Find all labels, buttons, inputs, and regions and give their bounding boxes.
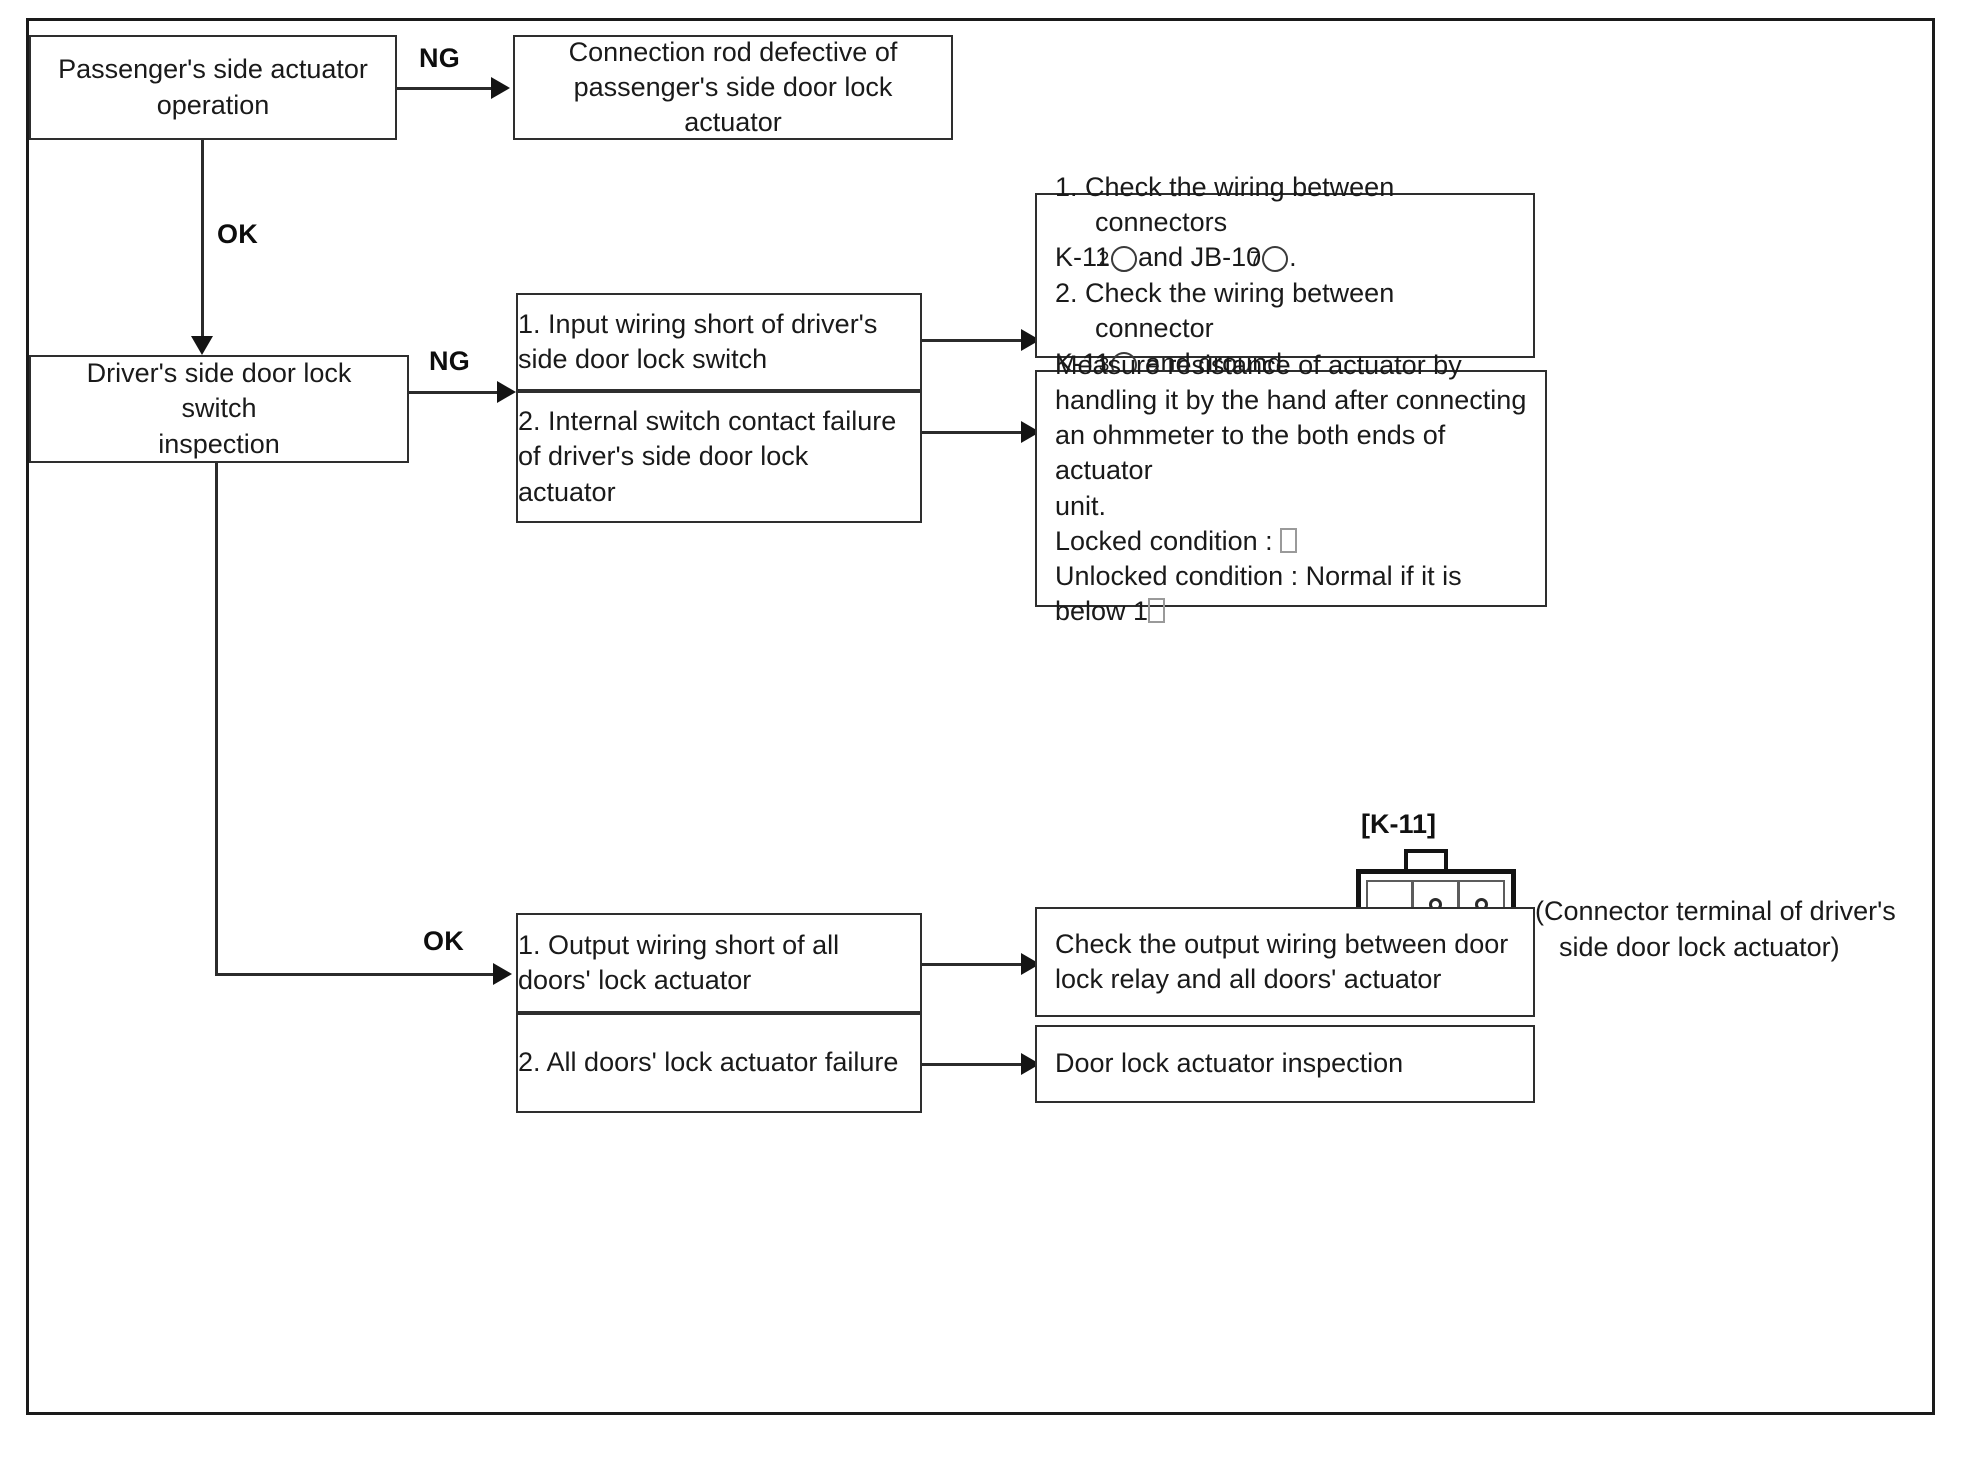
edge-label-ok-bottom: OK: [423, 926, 464, 956]
edge-label-ng-top: NG: [419, 43, 460, 73]
connector-caption: (Connector terminal of driver's side doo…: [1535, 894, 1955, 965]
missing-glyph-ohm-icon: [1148, 597, 1166, 623]
node-check-output-wiring: Check the output wiring between door loc…: [1035, 907, 1535, 1017]
node-door-lock-actuator-inspection: Door lock actuator inspection: [1035, 1025, 1535, 1103]
edge-cause2-to-measure-resistance: [922, 431, 1027, 434]
node-text: 1. Output wiring short of all doors' loc…: [518, 928, 839, 998]
arrowhead-driver-switch-ng: [497, 381, 516, 403]
node-cause-input-wiring-short: 1. Input wiring short of driver's side d…: [516, 293, 922, 391]
edge-driver-switch-ok-down: [215, 463, 218, 976]
edge-label-ng-mid: NG: [429, 346, 470, 376]
arrowhead-passenger-to-connection-rod: [491, 77, 510, 99]
unlocked-condition-label: Unlocked condition : Normal if it is bel…: [1055, 560, 1470, 626]
locked-condition-label: Locked condition :: [1055, 525, 1281, 556]
edge-output-cause1-to-check-output-wiring: [922, 963, 1027, 966]
arrowhead-passenger-ok-down: [191, 336, 213, 355]
edge-driver-switch-ng: [409, 391, 504, 394]
connector-ref-k11: K-11: [1055, 242, 1111, 273]
node-line-3: an ohmmeter to the both ends of actuator: [1055, 420, 1453, 486]
circled-number-2: 2: [1099, 246, 1138, 273]
list-text: Check the wiring between connectors: [1085, 172, 1402, 238]
node-text: Measure resistance of actuator by handli…: [1037, 348, 1545, 629]
caption-line-2: side door lock actuator): [1559, 931, 1840, 962]
edge-driver-switch-ok-right: [215, 973, 499, 976]
period: .: [1289, 242, 1297, 273]
node-line-1: Door lock actuator inspection: [1055, 1048, 1404, 1079]
node-text: 1. Check the wiring between connectors K…: [1037, 170, 1533, 381]
node-line-2: side door lock switch: [518, 344, 768, 374]
node-passenger-side-actuator-operation: Passenger's side actuator operation: [29, 35, 397, 140]
connector-tag-k11: [K-11]: [1361, 809, 1437, 839]
list-number: 2.: [518, 1047, 541, 1078]
node-text: 2. All doors' lock actuator failure: [518, 1045, 898, 1080]
list-text: Input wiring short of driver's: [548, 308, 878, 339]
list-number: 1.: [1055, 172, 1078, 203]
list-text: Internal switch contact failure: [548, 406, 897, 437]
connector-latch-tab-icon: [1404, 849, 1448, 871]
edge-cause1-to-check-wiring: [922, 339, 1027, 342]
node-line-1: Measure resistance of actuator by: [1055, 350, 1462, 381]
node-check-wiring-connectors: 1. Check the wiring between connectors K…: [1035, 172, 1535, 378]
node-line-1: 1. Check the wiring between connectors: [1055, 170, 1515, 240]
node-text: Door lock actuator inspection: [1037, 1046, 1533, 1081]
node-line-1: 2. Internal switch contact failure: [518, 404, 896, 439]
node-text: Driver's side door lock switch inspectio…: [31, 356, 407, 461]
connector-ref-jb10: and JB-10: [1138, 242, 1262, 273]
node-line-1: 1. Output wiring short of all: [518, 928, 839, 963]
node-line-2: operation: [156, 89, 270, 120]
edge-output-cause2-to-door-lock-inspection: [922, 1063, 1027, 1066]
node-text: Connection rod defective of passenger's …: [515, 35, 951, 140]
node-line-4: unit.: [1055, 490, 1107, 521]
node-text: 1. Input wiring short of driver's side d…: [518, 307, 877, 377]
node-line-1: Driver's side door lock switch: [86, 358, 359, 424]
node-connection-rod-defective: Connection rod defective of passenger's …: [513, 35, 953, 140]
caption-line-1: (Connector terminal of driver's: [1535, 896, 1896, 926]
node-line-3: actuator: [518, 476, 616, 507]
node-line-5-locked-condition: Locked condition :: [1055, 524, 1527, 559]
list-number: 1.: [518, 929, 541, 960]
diagram-outer-frame: Passenger's side actuator operation NG C…: [26, 18, 1935, 1415]
node-all-doors-lock-actuator-failure: 2. All doors' lock actuator failure: [516, 1013, 922, 1113]
circled-number-7: 7: [1250, 246, 1289, 273]
node-output-wiring-short-all-doors: 1. Output wiring short of all doors' loc…: [516, 913, 922, 1013]
node-line-1: Passenger's side actuator: [58, 54, 368, 85]
node-driver-side-door-lock-switch-inspection: Driver's side door lock switch inspectio…: [29, 355, 409, 463]
list-text: Output wiring short of all: [548, 929, 840, 960]
node-line-2: inspection: [158, 428, 280, 459]
node-line-2: of driver's side door lock: [518, 441, 809, 472]
missing-glyph-ohm-icon: [1280, 527, 1298, 553]
node-line-6-unlocked-condition: Unlocked condition : Normal if it is bel…: [1055, 559, 1527, 629]
edge-passenger-ok-down: [201, 140, 204, 338]
list-number: 2.: [518, 406, 541, 437]
node-line-2: passenger's side door lock actuator: [573, 71, 900, 138]
node-measure-resistance-of-actuator: Measure resistance of actuator by handli…: [1035, 350, 1547, 626]
node-text: 2. Internal switch contact failure of dr…: [518, 404, 896, 509]
list-number: 1.: [518, 308, 541, 339]
node-cause-internal-switch-contact-failure: 2. Internal switch contact failure of dr…: [516, 391, 922, 523]
edge-passenger-to-connection-rod: [397, 87, 497, 90]
node-line-1: 1. Input wiring short of driver's: [518, 307, 877, 342]
node-line-1: Check the output wiring between door: [1055, 928, 1509, 959]
node-line-1: Connection rod defective of: [568, 36, 898, 67]
list-text: All doors' lock actuator failure: [546, 1047, 899, 1078]
node-line-2: lock relay and all doors' actuator: [1055, 964, 1442, 994]
list-number: 2.: [1055, 277, 1078, 308]
list-text: Check the wiring between connector: [1085, 277, 1402, 343]
arrowhead-ok-bottom: [493, 963, 512, 985]
edge-label-ok-top: OK: [217, 219, 258, 249]
node-line-3: 2. Check the wiring between connector: [1055, 276, 1515, 346]
node-line-2: doors' lock actuator: [518, 965, 752, 995]
node-text: Check the output wiring between door loc…: [1037, 927, 1533, 997]
node-line-1: 2. All doors' lock actuator failure: [518, 1045, 898, 1080]
node-line-2: handling it by the hand after connecting: [1055, 385, 1527, 416]
node-text: Passenger's side actuator operation: [31, 52, 395, 122]
